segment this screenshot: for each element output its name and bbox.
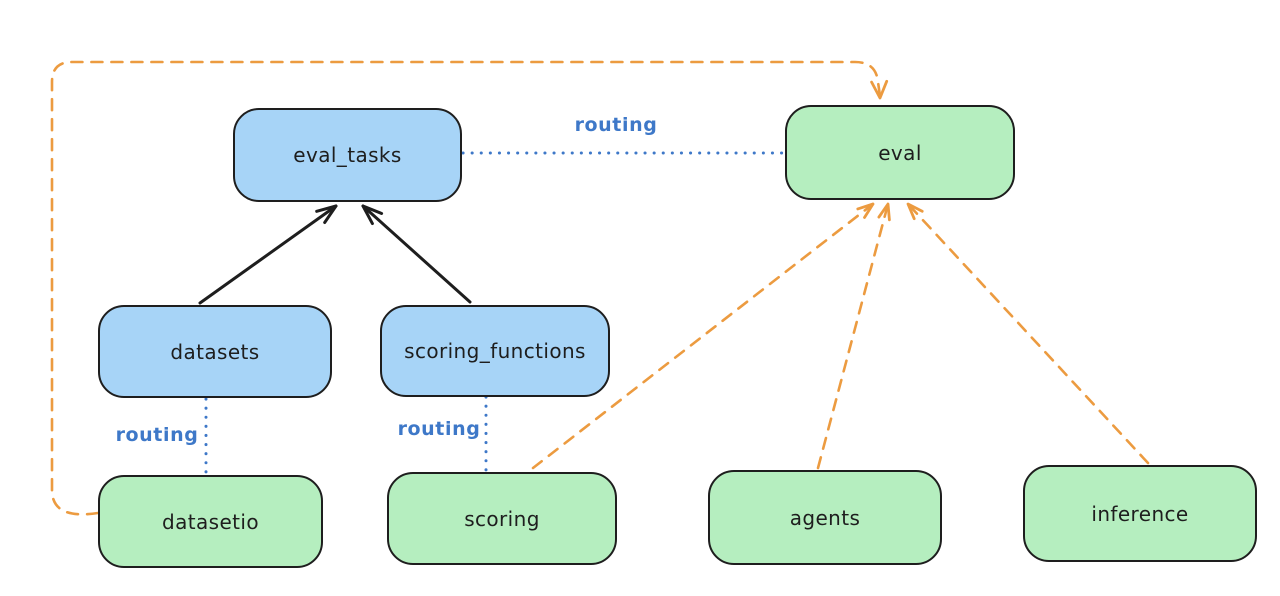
- node-scoring: scoring: [387, 472, 617, 565]
- edge-scoring-to-eval-line: [531, 202, 875, 470]
- edge-agents-to-eval-line: [816, 202, 890, 470]
- node-agents-label: agents: [789, 505, 861, 530]
- edge-inference-to-eval-line: [906, 202, 1150, 465]
- node-scoring-label: scoring: [464, 506, 540, 531]
- node-eval_tasks: eval_tasks: [233, 108, 462, 202]
- node-scoring_functions: scoring_functions: [380, 305, 610, 397]
- edge-scoring_functions-to-eval_tasks-arrowhead: [361, 204, 384, 226]
- node-inference-label: inference: [1091, 501, 1189, 526]
- edge-datasets-to-eval_tasks-arrowhead: [315, 204, 338, 224]
- edge-inference-to-eval-arrowhead: [906, 202, 924, 221]
- edge-agents-to-eval-arrowhead: [877, 202, 891, 222]
- edge-datasetio-to-eval-loop-line: [50, 60, 882, 516]
- node-eval_tasks-label: eval_tasks: [293, 143, 402, 167]
- edge-scoring-to-eval-arrowhead: [856, 202, 875, 219]
- node-eval: eval: [785, 105, 1015, 200]
- edge-label-routing-eval_tasks-eval: routing: [574, 114, 658, 136]
- edge-datasetio-to-eval-loop-arrowhead: [870, 79, 889, 100]
- node-agents: agents: [708, 470, 942, 565]
- edge-label-routing-datasets-datasetio: routing: [115, 424, 199, 446]
- node-inference: inference: [1023, 465, 1257, 562]
- node-scoring_functions-label: scoring_functions: [404, 339, 586, 363]
- edge-scoring_functions-to-eval_tasks-line: [361, 204, 472, 304]
- node-datasets-label: datasets: [170, 339, 260, 364]
- node-eval-label: eval: [878, 140, 922, 165]
- node-datasetio: datasetio: [98, 475, 323, 568]
- node-datasetio-label: datasetio: [161, 509, 259, 534]
- edge-datasets-to-eval_tasks-line: [198, 204, 338, 305]
- node-datasets: datasets: [98, 305, 332, 398]
- edge-label-routing-scoring_functions-scoring: routing: [397, 418, 481, 440]
